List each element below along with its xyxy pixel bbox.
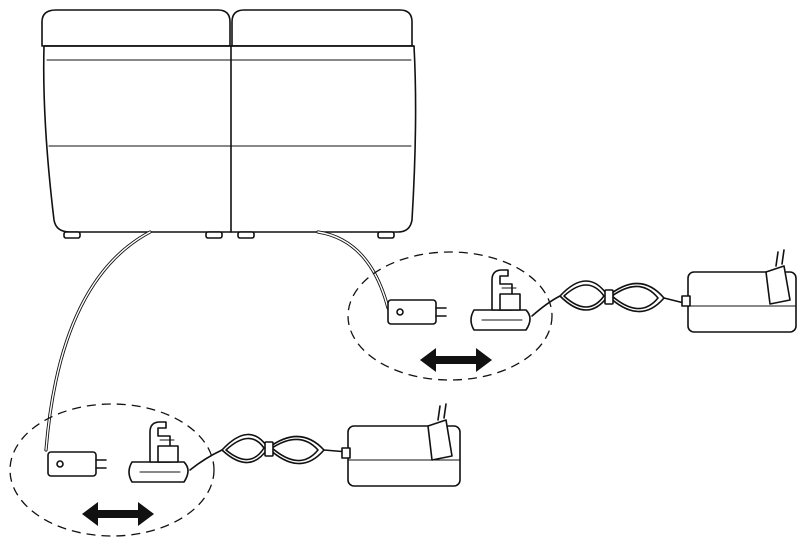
double-arrow-icon bbox=[82, 502, 154, 526]
motor-plug-icon bbox=[47, 451, 107, 477]
double-arrow-icon bbox=[420, 348, 492, 372]
motor-cable-left bbox=[44, 230, 152, 452]
power-adapter-icon bbox=[681, 249, 797, 333]
dashed-callout-left bbox=[9, 403, 215, 537]
motor-cable-right bbox=[316, 230, 390, 310]
coiled-cable-right bbox=[531, 280, 689, 317]
two-seat-sofa-icon bbox=[41, 9, 417, 239]
dashed-callout-right bbox=[347, 251, 553, 381]
cable-clip-connector-icon bbox=[128, 421, 189, 483]
cable-clip-connector-icon bbox=[470, 269, 531, 331]
coiled-cable-left bbox=[189, 433, 349, 471]
motor-plug-icon bbox=[387, 299, 447, 325]
power-adapter-icon bbox=[341, 403, 461, 487]
